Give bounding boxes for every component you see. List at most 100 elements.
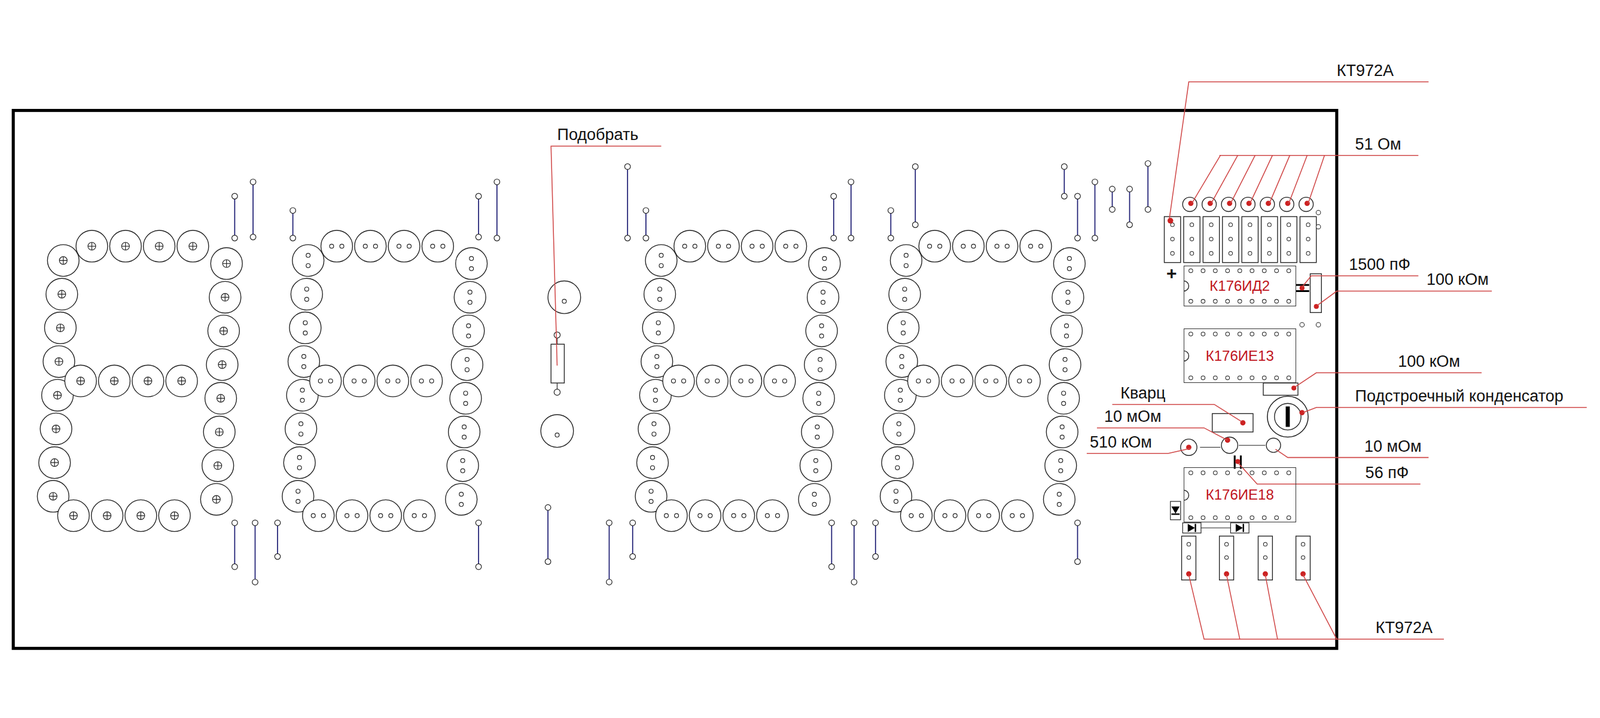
led-hole-cross xyxy=(121,242,130,251)
led-hole xyxy=(362,378,367,383)
led-pad xyxy=(125,499,157,532)
led-hole xyxy=(960,378,965,383)
led-pad xyxy=(388,230,420,262)
led-hole xyxy=(816,401,821,406)
led-hole xyxy=(1028,244,1033,249)
led-hole xyxy=(397,244,402,249)
led-hole xyxy=(822,266,827,271)
led-hole xyxy=(296,499,301,504)
led-hole xyxy=(657,287,663,292)
led-hole xyxy=(1061,391,1066,396)
led-pad xyxy=(907,364,940,397)
led-pad xyxy=(446,449,479,482)
led-hole xyxy=(339,244,344,249)
jumper-wire xyxy=(875,522,877,557)
chip-pin xyxy=(1201,299,1205,303)
led-hole xyxy=(462,434,467,440)
pad xyxy=(851,578,858,585)
led-hole xyxy=(1065,290,1071,295)
led-hole xyxy=(819,323,824,328)
chip-pin xyxy=(1286,375,1291,380)
led-hole xyxy=(814,458,819,463)
resistor-symbol xyxy=(550,343,565,383)
leader-line xyxy=(1294,372,1482,387)
led-hole xyxy=(311,513,316,518)
transistor-symbol xyxy=(1241,216,1258,263)
chip-pin xyxy=(1238,331,1242,336)
chip-pin xyxy=(1238,299,1242,303)
led-hole xyxy=(765,513,770,518)
led-hole xyxy=(1027,378,1032,383)
pad xyxy=(544,558,551,565)
pad xyxy=(1170,223,1175,227)
led-hole-cross xyxy=(218,360,227,369)
led-pad xyxy=(158,499,191,532)
led-pad xyxy=(207,315,240,347)
led-pad xyxy=(655,499,688,532)
pad xyxy=(1306,236,1310,241)
chip-pin xyxy=(1274,515,1279,520)
chip-pin xyxy=(1286,515,1291,520)
led-pad xyxy=(40,412,72,445)
led-pad xyxy=(38,446,71,479)
led-pad xyxy=(309,364,342,397)
leader-line xyxy=(1308,155,1325,204)
pad xyxy=(1209,223,1214,227)
led-pad xyxy=(321,230,353,262)
jumper-wire xyxy=(1147,163,1149,210)
led-pad xyxy=(1001,499,1033,532)
callout-label: 1500 пФ xyxy=(1348,256,1411,273)
jumper-wire xyxy=(477,522,480,567)
led-hole-cross xyxy=(170,511,179,520)
wire xyxy=(1199,445,1266,447)
leader-line xyxy=(1230,155,1255,204)
led-pad xyxy=(336,499,368,532)
jumper-wire xyxy=(1129,189,1131,225)
jumper-wire xyxy=(1077,196,1079,239)
led-pad xyxy=(967,499,1000,532)
led-hole xyxy=(902,297,907,302)
led-hole xyxy=(819,333,824,338)
led-hole xyxy=(463,391,468,396)
chip-pin xyxy=(1274,470,1279,475)
led-hole xyxy=(651,421,657,426)
pad xyxy=(1109,186,1116,192)
transistor-symbol xyxy=(1299,216,1316,263)
led-hole xyxy=(708,513,713,518)
pad xyxy=(830,193,837,200)
led-hole xyxy=(748,378,754,383)
leader-line xyxy=(1302,275,1419,288)
led-pad xyxy=(804,348,837,381)
pad xyxy=(872,553,879,560)
resistor-symbol xyxy=(1240,197,1255,212)
led-hole xyxy=(297,455,302,460)
led-hole xyxy=(464,367,469,373)
led-hole xyxy=(650,465,655,470)
jumper-wire xyxy=(890,210,892,239)
led-hole xyxy=(1067,266,1072,271)
pad xyxy=(629,519,636,526)
led-hole xyxy=(1010,513,1015,518)
led-pad xyxy=(642,312,675,344)
led-pad xyxy=(1052,281,1084,313)
board-outline xyxy=(13,110,1337,649)
callout-label: Подстроечный конденсатор xyxy=(1355,387,1564,404)
jumper-wire xyxy=(477,196,480,237)
led-hole xyxy=(429,378,434,383)
led-pad xyxy=(109,230,142,262)
led-pad xyxy=(952,230,985,262)
led-hole xyxy=(651,431,657,437)
resistor-symbol xyxy=(1221,197,1236,212)
led-hole xyxy=(110,376,119,385)
led-hole xyxy=(648,489,654,494)
pad xyxy=(1300,542,1305,547)
jumper-wire xyxy=(645,210,647,239)
led-pad xyxy=(941,364,974,397)
led-digit xyxy=(635,230,841,532)
jumper-wire xyxy=(234,522,236,567)
led-hole xyxy=(674,513,679,518)
led-pad xyxy=(918,230,951,262)
pad xyxy=(1144,206,1151,213)
resistor-symbol xyxy=(1279,197,1294,212)
